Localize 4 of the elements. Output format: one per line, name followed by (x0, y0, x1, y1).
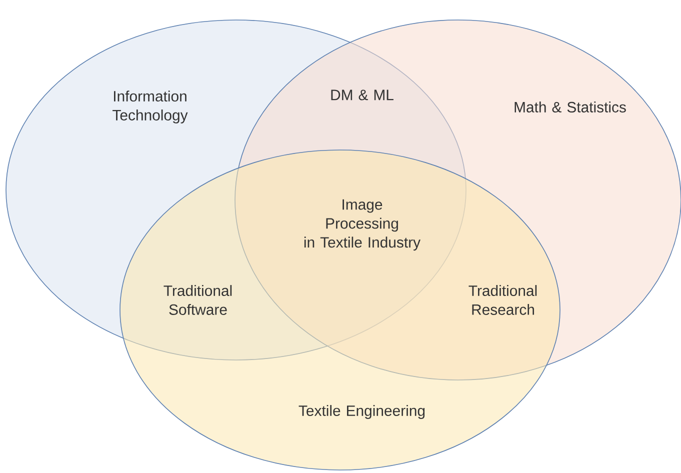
region-label: Image Processing in Textile Industry (304, 199, 420, 251)
region-label: Traditional Software (164, 285, 232, 315)
region-label: DM & ML (331, 90, 394, 100)
region-label: Traditional Research (468, 285, 537, 315)
